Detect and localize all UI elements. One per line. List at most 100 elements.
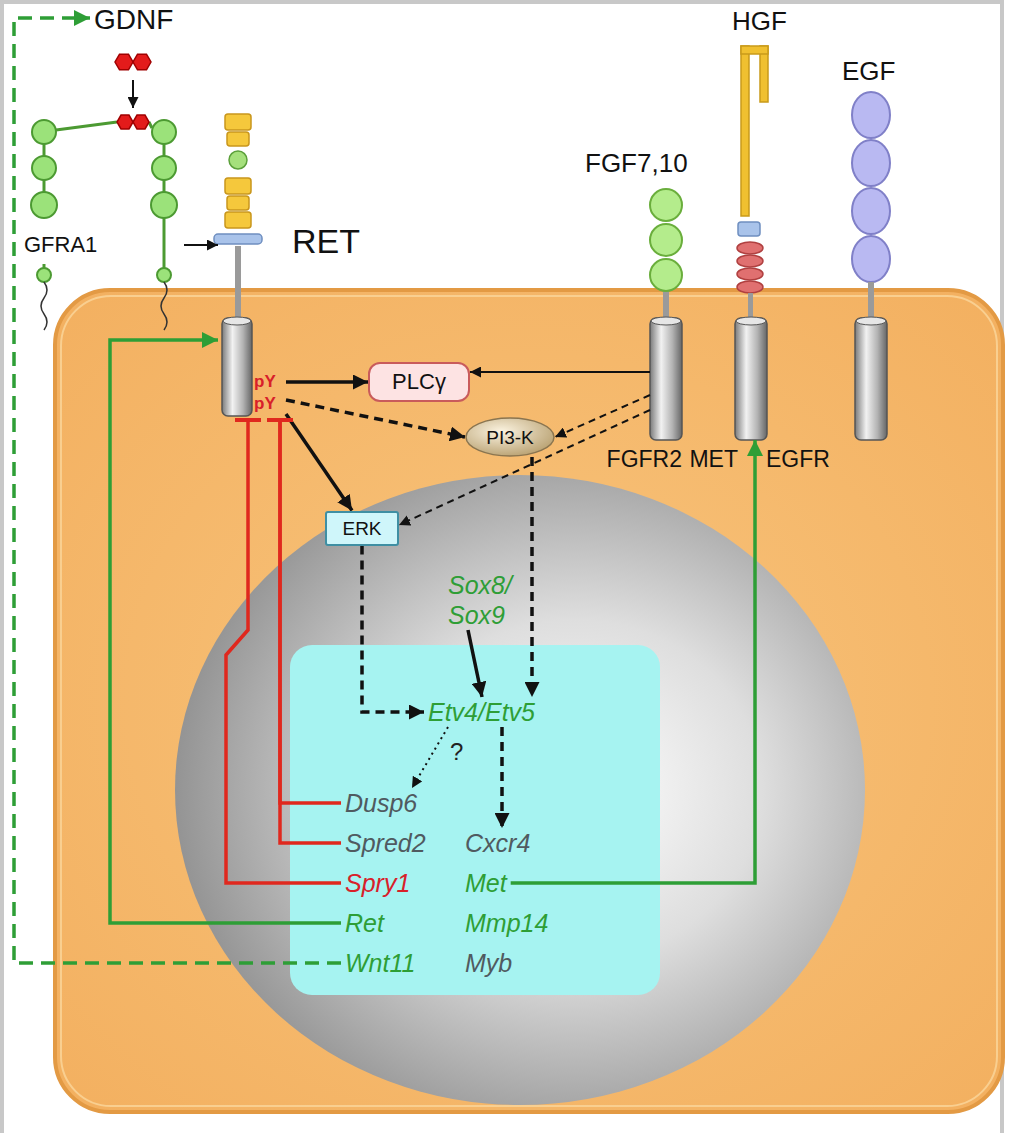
gene-name: Ret [341, 908, 388, 938]
cylinder-top [856, 317, 886, 325]
ret-cadherin-domain [225, 212, 251, 228]
activation-arrow [500, 727, 504, 828]
fgfr2-ig-domain [650, 224, 682, 256]
molecule-label: MET [689, 446, 738, 473]
gene-name: Dusp6 [341, 788, 421, 818]
gfra1-domain [32, 120, 56, 144]
gfra1-domain [37, 268, 51, 282]
gene-name: Wnt11 [341, 948, 419, 978]
met-psi-domain [738, 222, 760, 236]
gene-label: Spry1 [345, 868, 410, 898]
egf-domain [852, 92, 890, 138]
activation-arrow [468, 630, 482, 697]
gene-name: Mmp14 [461, 908, 552, 938]
inhibition-line [280, 420, 341, 803]
egf-domain [852, 140, 890, 186]
edge-label: ? [448, 738, 465, 766]
activation-arrow [286, 400, 465, 437]
receptor: EGFR [855, 318, 887, 440]
gene-label: Dusp6 [345, 788, 417, 818]
cell-body [55, 290, 1003, 1112]
ret-cadherin-domain [225, 114, 251, 130]
fgfr2-ig-domain [650, 259, 682, 291]
receptor: RETpYpY [218, 110, 286, 420]
gene-label: Cxcr4 [465, 828, 530, 858]
gene-label: Spred2 [345, 828, 426, 858]
molecule-label: GDNF [94, 4, 173, 36]
cylinder-top [223, 317, 251, 325]
activation-arrow [530, 457, 534, 697]
gpi-anchor [41, 282, 47, 330]
activation-arrow [132, 80, 134, 108]
egf-domain [852, 236, 890, 282]
gfra1-domain [151, 192, 177, 218]
activation-arrow [110, 340, 341, 923]
inhibition-line [226, 420, 341, 883]
bound-gdnf [133, 115, 149, 129]
gene-label: Wnt11 [345, 948, 415, 978]
met-ipt-domain [737, 242, 763, 254]
gdnf-monomer [115, 54, 133, 70]
node-label: PLCγ [392, 369, 446, 395]
met-ipt-domain [737, 255, 763, 267]
gfra1-domain [32, 156, 56, 180]
activation-arrow [470, 371, 650, 373]
cell-membrane-highlight [61, 296, 997, 1106]
bound-gdnf [117, 115, 133, 129]
activation-arrow [286, 380, 368, 384]
activation-arrow [14, 18, 341, 963]
kinase-ellipse: PI3-K [465, 417, 555, 457]
gene-label: Etv4/Etv5 [428, 697, 535, 727]
molecule-label: RET [292, 222, 360, 261]
gene-name: Met [461, 868, 511, 898]
gene-name: Myb [461, 948, 516, 978]
gpi-anchor [161, 282, 167, 330]
enzyme-box: PLCγ [368, 362, 470, 402]
activation-arrow [362, 546, 424, 713]
molecule-label: GFRA1 [24, 232, 97, 258]
ret-calcium-site [229, 151, 247, 169]
activation-arrow [286, 414, 352, 511]
egfr-stalk [868, 282, 874, 320]
met-ipt-domain [737, 268, 763, 280]
ligand-label: EGF [842, 56, 895, 86]
fgfr2-ig-domain [650, 189, 682, 221]
gfra1-domain [152, 120, 176, 144]
ligand-dimer: GDNF [90, 4, 176, 80]
activation-arrow [184, 244, 218, 246]
gdnf-monomer [133, 54, 151, 70]
gene-label: Mmp14 [465, 908, 548, 938]
activation-arrow [412, 727, 448, 788]
ret-cysteine-domain [214, 234, 262, 244]
ligand-label: HGF [732, 6, 787, 36]
target-gene-panel [290, 645, 660, 995]
met-kinase-cylinder [735, 318, 767, 440]
gene-name: Spred2 [341, 828, 430, 858]
gene-label: Myb [465, 948, 512, 978]
molecule-label: FGFR2 [607, 446, 682, 473]
phosphotyrosine-label: pY [254, 394, 276, 414]
node-label: PI3-K [486, 426, 534, 449]
kinase-ellipse-shape [466, 418, 554, 456]
coreceptor: GFRA1 [24, 108, 184, 298]
gene-label: Ret [345, 908, 384, 938]
gene-label: Sox8/ Sox9 [448, 570, 528, 630]
inhibition-line [280, 420, 341, 843]
gene-name: Spry1 [341, 868, 414, 898]
activation-arrow [511, 440, 755, 883]
ret-cadherin-domain [225, 178, 251, 194]
egfr-kinase-cylinder [855, 318, 887, 440]
gfra1-domain [157, 268, 171, 282]
fgfr2-stalk [663, 290, 669, 320]
kinase-box: ERK [325, 511, 399, 546]
gfra1-link [149, 122, 152, 128]
ligand-label: FGF7,10 [585, 148, 688, 178]
gene-name: Cxcr4 [461, 828, 534, 858]
fgfr2-kinase-cylinder [650, 318, 682, 440]
met-stalk [748, 293, 753, 320]
gfra1-domain [152, 156, 176, 180]
phosphotyrosine-label: pY [254, 372, 276, 392]
